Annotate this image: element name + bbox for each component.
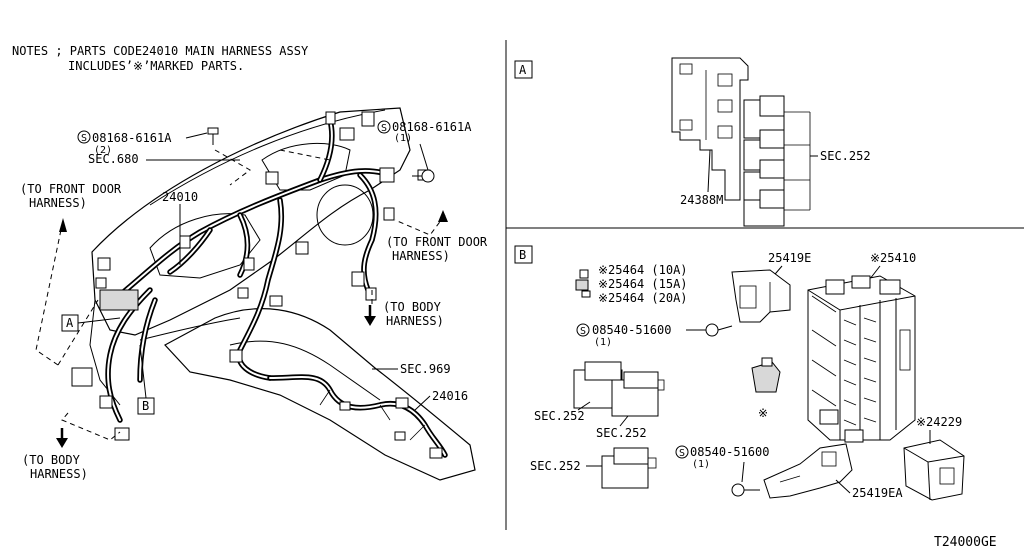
sec-252-mid-label: SEC.252 (596, 426, 647, 440)
part-25410-label: ※25410 (870, 251, 916, 265)
asterisk-mark: ※ (758, 406, 768, 420)
bolt-code-top-right: 08168-6161A (392, 120, 472, 134)
relays-panel-b-pair (573, 361, 665, 417)
to-body-lower-1: (TO BODY (22, 453, 81, 467)
bracket-25419e (731, 269, 791, 323)
circled-s-icon (576, 323, 590, 337)
part-24388m-label: 24388M (680, 193, 723, 207)
panel-a-tag-box (514, 60, 533, 79)
direction-leaders (35, 149, 446, 441)
circled-s-letter: S (580, 326, 586, 337)
panel-a-tag: A (519, 63, 527, 77)
to-front-door-left-2: HARNESS) (29, 196, 87, 210)
bolt-qty-top-right: (1) (394, 133, 412, 144)
fuse-20a-label: ※25464 (20A) (598, 291, 688, 305)
circled-s-icon (77, 130, 91, 144)
fuse-10a-label: ※25464 (10A) (598, 263, 688, 277)
bolt-code-top-left: 08168-6161A (92, 131, 172, 145)
circled-s-icon (377, 120, 391, 134)
circled-s-letter: S (81, 133, 87, 144)
bracket-25419ea (763, 443, 853, 499)
relays-panel-a (743, 95, 811, 227)
part-25419ea-label: 25419EA (852, 486, 903, 500)
circled-s-letter: S (679, 448, 685, 459)
arrow-to-front-door-left (59, 218, 67, 232)
panel-b-tag-box (514, 245, 533, 264)
part-24016-label: 24016 (432, 389, 468, 403)
callout-b-label: B (142, 399, 149, 413)
arrow-to-body-lower (56, 428, 68, 448)
part-25419e-label: 25419E (768, 251, 811, 265)
fuse-icons (575, 269, 591, 298)
drawing-code: T24000GE (934, 535, 997, 550)
part-24229-label: ※24229 (916, 415, 962, 429)
bolt-icon-lower-b (731, 483, 760, 497)
relay-panel-b-bottom (601, 447, 657, 489)
circled-s-letter: S (381, 123, 387, 134)
to-body-upper-2: HARNESS) (386, 314, 444, 328)
sec-969-label: SEC.969 (400, 362, 451, 376)
to-body-lower-2: HARNESS) (30, 467, 88, 481)
notes-line-1: NOTES ; PARTS CODE24010 MAIN HARNESS ASS… (12, 44, 309, 58)
bolt-qty-top-left: (2) (94, 145, 112, 156)
relay-bracket-24388m (671, 57, 749, 201)
cover-24229 (903, 439, 965, 501)
panel-b-tag: B (519, 248, 526, 262)
to-front-door-right-1: (TO FRONT DOOR (386, 235, 488, 249)
to-front-door-right-2: HARNESS) (392, 249, 450, 263)
to-body-upper-1: (TO BODY (383, 300, 442, 314)
sec-252-panel-a: SEC.252 (820, 149, 871, 163)
bolt-code-lower-b: 08540-51600 (690, 445, 769, 459)
fuse-block-25410 (807, 275, 916, 443)
bolt-qty-upper-b: (1) (594, 337, 612, 348)
notes-line-2: INCLUDES’※’MARKED PARTS. (68, 59, 244, 73)
circled-s-icon (675, 445, 689, 459)
callout-a-label: A (66, 316, 74, 330)
bolt-qty-lower-b: (1) (692, 459, 710, 470)
bolt-icon-top-left (207, 127, 219, 145)
sec-252-left-label: SEC.252 (534, 409, 585, 423)
sec-252-bottom-label: SEC.252 (530, 459, 581, 473)
sec-680-label: SEC.680 (88, 152, 139, 166)
relay-small-asterisk (751, 357, 781, 393)
rear-harness-24016 (267, 374, 448, 459)
part-24010-label: 24010 (162, 190, 198, 204)
bolt-code-upper-b: 08540-51600 (592, 323, 671, 337)
arrow-to-front-door-right (438, 210, 448, 222)
arrow-to-body-upper (364, 305, 376, 326)
fuse-15a-label: ※25464 (15A) (598, 277, 688, 291)
bolt-icon-upper-b (705, 323, 733, 337)
to-front-door-left-1: (TO FRONT DOOR (20, 182, 122, 196)
